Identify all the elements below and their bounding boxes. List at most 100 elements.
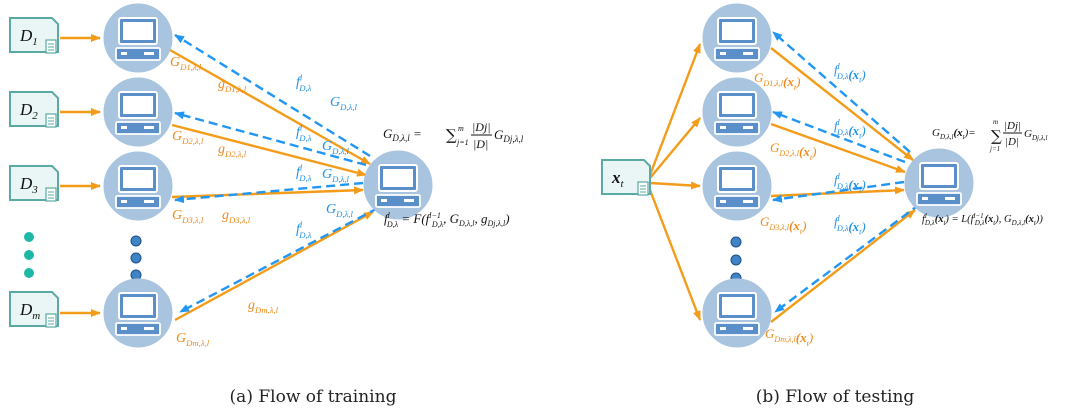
client-node-3 xyxy=(103,151,173,221)
caption-training: (a) Flow of training xyxy=(230,387,397,407)
client-node-1 xyxy=(702,3,772,73)
data-node-label: D2 xyxy=(19,100,38,122)
ellipsis-dot xyxy=(24,232,34,242)
svg-text:GDj,λ,l: GDj,λ,l xyxy=(1024,128,1047,142)
ellipsis-dots-data xyxy=(24,232,34,278)
label-g-D2: gD2,λ,l xyxy=(218,142,247,159)
client-node-m xyxy=(103,278,173,348)
svg-text:j=1: j=1 xyxy=(989,145,1000,153)
data-node-d2: D2 xyxy=(9,91,59,128)
caption-testing: (b) Flow of testing xyxy=(756,387,915,407)
client-to-server-arrow xyxy=(770,209,916,323)
client-node-1 xyxy=(103,3,173,73)
label-G-Dm: GDm,λ,l xyxy=(176,331,210,348)
label-G-D: GD,λ,l xyxy=(322,139,349,156)
ellipsis-dot xyxy=(24,268,34,278)
data-node-d1: D1 xyxy=(9,17,59,54)
computer-icon xyxy=(103,77,173,147)
svg-text:∑: ∑ xyxy=(991,127,1002,145)
server-to-client-arrow xyxy=(772,110,906,164)
label-G-D3: GD3,λ,l(xt) xyxy=(760,214,806,236)
svg-text:|Dj|: |Dj| xyxy=(472,120,491,134)
computer-icon xyxy=(702,278,772,348)
server-to-client-arrow xyxy=(174,33,371,158)
label-G-D: GD,λ,l xyxy=(330,95,357,112)
svg-text:m: m xyxy=(993,118,998,126)
client-node-m xyxy=(702,278,772,348)
label-G-D1: GD1,λ,l xyxy=(170,55,202,72)
svg-text:|D|: |D| xyxy=(473,137,488,151)
ellipsis-dot xyxy=(730,254,742,266)
computer-icon xyxy=(103,151,173,221)
ellipsis-dot xyxy=(730,236,742,248)
label-G-D3: GD3,λ,l xyxy=(172,208,204,225)
input-to-client-arrow xyxy=(648,189,702,321)
computer-icon xyxy=(702,3,772,73)
input-to-client-arrow xyxy=(649,117,701,179)
computer-icon xyxy=(702,151,772,221)
data-node-dm: Dm xyxy=(9,291,59,328)
svg-text:GD,λ,l(xt)=: GD,λ,l(xt)= xyxy=(932,127,976,141)
server-to-client-arrow xyxy=(772,180,905,203)
input-to-client-arrow xyxy=(648,43,702,176)
document-icon xyxy=(45,113,57,128)
computer-icon xyxy=(363,150,433,220)
label-g-D3: gD3,λ,l xyxy=(222,208,251,225)
ellipsis-dots-clients xyxy=(130,235,142,281)
computer-icon xyxy=(702,77,772,147)
client-to-server-arrow xyxy=(171,123,367,177)
document-icon xyxy=(637,181,649,196)
input-node-xt: xt xyxy=(601,159,651,196)
data-node-d3: D3 xyxy=(9,165,59,202)
client-to-server-arrow xyxy=(770,122,906,174)
document-icon xyxy=(45,313,57,328)
ellipsis-dot xyxy=(24,250,34,260)
ellipsis-dot xyxy=(130,252,142,264)
document-icon xyxy=(45,39,57,54)
input-to-client-arrow xyxy=(649,181,701,190)
server-node xyxy=(363,150,433,220)
server-node xyxy=(904,148,974,218)
ellipsis-dot xyxy=(130,269,142,281)
ellipsis-dot xyxy=(130,235,142,247)
client-node-2 xyxy=(702,77,772,147)
svg-text:|Dj|: |Dj| xyxy=(1004,120,1021,132)
computer-icon xyxy=(103,3,173,73)
label-G-D2: GD2,λ,l(xt) xyxy=(770,140,816,162)
svg-text:∑: ∑ xyxy=(446,126,457,144)
document-icon xyxy=(45,187,57,202)
client-to-server-arrow xyxy=(770,47,914,161)
server-to-client-arrow xyxy=(179,206,379,314)
client-to-server-arrow xyxy=(770,186,905,198)
data-node-label: D3 xyxy=(19,174,38,196)
client-node-3 xyxy=(702,151,772,221)
svg-text:m: m xyxy=(458,124,464,133)
client-to-server-arrow xyxy=(171,186,364,199)
client-to-server-arrow xyxy=(174,210,374,322)
client-to-server-arrow xyxy=(169,48,371,166)
computer-icon xyxy=(904,148,974,218)
data-node-label: D1 xyxy=(19,26,38,48)
server-to-client-arrow xyxy=(174,111,367,167)
label-G-D: GD,λ,l xyxy=(326,202,353,219)
label-g-Dm: gDm,λ,l xyxy=(248,298,279,315)
server-to-client-arrow xyxy=(174,181,364,204)
label-G-D2: GD2,λ,l xyxy=(172,129,204,146)
aggregate-formula: GD,λ,l(xt)=∑mj=1|Dj||D|GDj,λ,l xyxy=(932,118,1047,153)
svg-text:j=1: j=1 xyxy=(456,138,469,147)
aggregate-formula: GD,λ,l = ∑mj=1|Dj||D|GDj,λ,l xyxy=(383,120,524,151)
ellipsis-dots-clients xyxy=(730,236,742,284)
label-G-D: GD,λ,l xyxy=(322,167,349,184)
computer-icon xyxy=(103,278,173,348)
